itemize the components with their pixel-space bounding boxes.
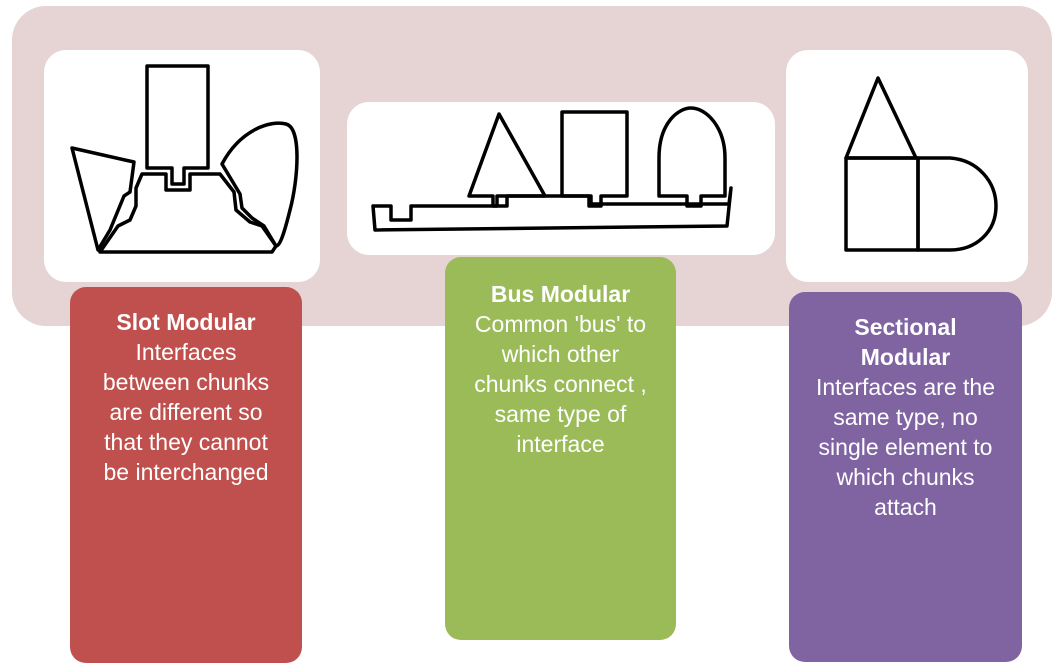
sectional-square <box>844 156 920 252</box>
bus-modular-description: Common 'bus' to which other chunks conne… <box>474 311 647 457</box>
slot-modular-card: Slot Modular Interfaces between chunks a… <box>70 287 302 663</box>
slot-base-piece <box>98 172 278 254</box>
sectional-modular-drawing <box>844 76 998 252</box>
slot-modular-title: Slot Modular <box>116 309 256 335</box>
sectional-modular-title: Sectional Modular <box>854 314 957 370</box>
bus-arch <box>657 106 727 208</box>
bus-rectangle <box>560 110 629 208</box>
bus-modular-illustration <box>347 102 775 255</box>
sectional-modular-description: Interfaces are the same type, no single … <box>816 374 995 520</box>
slot-modular-drawing <box>70 64 299 254</box>
sectional-half-circle <box>916 156 998 252</box>
slot-top-rectangle <box>145 64 210 186</box>
bus-modular-title: Bus Modular <box>490 281 631 307</box>
sectional-modular-card: Sectional Modular Interfaces are the sam… <box>789 292 1022 662</box>
bus-triangle <box>467 112 547 208</box>
slot-right-rounded <box>220 121 299 248</box>
sectional-modular-illustration <box>786 50 1028 282</box>
sectional-triangle <box>844 76 918 160</box>
slot-modular-description: Interfaces between chunks are different … <box>102 339 270 485</box>
bus-modular-card: Bus Modular Common 'bus' to which other … <box>445 257 676 640</box>
bus-modular-drawing <box>371 106 733 232</box>
slot-modular-illustration <box>44 50 320 282</box>
slot-left-triangle <box>70 146 136 252</box>
